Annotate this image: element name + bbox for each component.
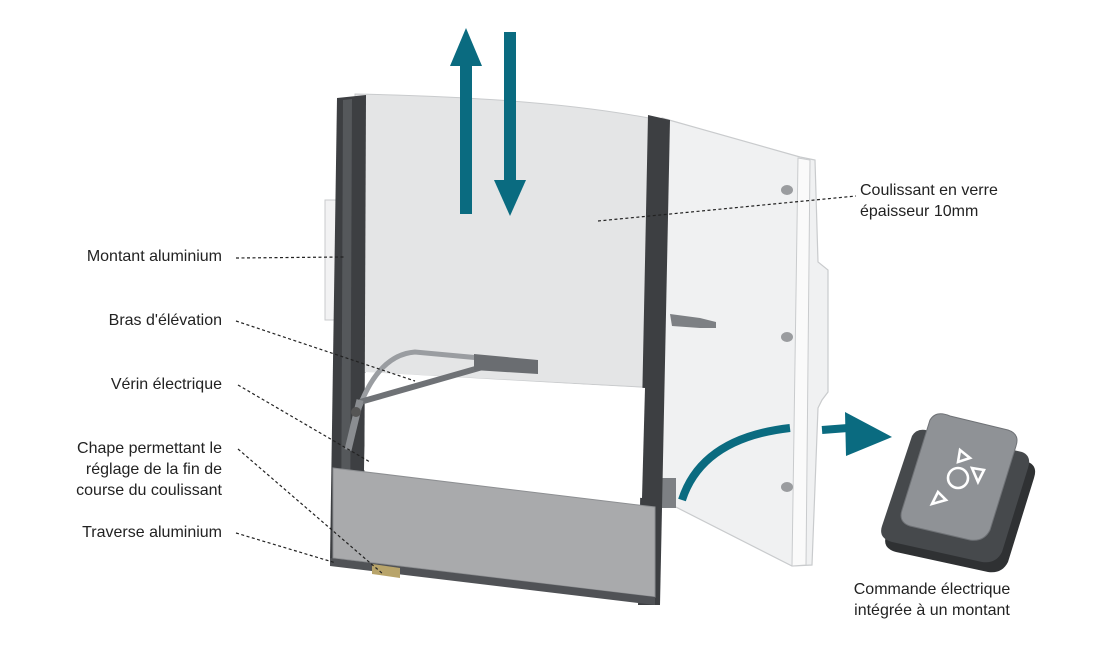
end-stop-clevis (372, 564, 400, 578)
leader-chape (237, 448, 384, 575)
hinge-knob (781, 482, 793, 492)
leader-bras (235, 320, 416, 382)
side-glass-panel (660, 117, 829, 567)
curved-arrow-icon (678, 412, 892, 502)
arrow-down-icon (494, 32, 526, 216)
leader-coulissant (597, 195, 857, 222)
remote-down-symbol (929, 489, 949, 507)
hinge-knob (781, 185, 793, 195)
hinge-knob (781, 332, 793, 342)
leader-verin (237, 384, 371, 463)
label-verin: Vérin électrique (110, 376, 222, 393)
leader-traverse (235, 532, 337, 564)
remote-control-icon (881, 413, 1036, 573)
slide-arrows (450, 28, 526, 216)
remote-up-symbol (956, 447, 973, 464)
label-bras: Bras d'élévation (108, 312, 222, 329)
remote-circle-symbol (946, 466, 970, 490)
leader-montant (235, 256, 345, 259)
label-chape: Chape permettant le réglage de la fin de… (76, 440, 222, 499)
label-coulissant: Coulissant en verre épaisseur 10mm (860, 182, 998, 220)
leader-lines (235, 195, 857, 575)
label-commande: Commande électrique intégrée à un montan… (853, 581, 1011, 619)
remote-right-symbol (969, 466, 986, 486)
arm-slider-block (474, 354, 538, 374)
arrow-up-icon (450, 28, 482, 214)
glass-slider-panel (324, 93, 669, 389)
label-montant: Montant aluminium (86, 248, 222, 265)
window-opening (364, 372, 645, 498)
lifting-mechanism (344, 349, 538, 451)
label-traverse: Traverse aluminium (82, 524, 222, 541)
right-aluminium-upright (638, 115, 670, 605)
arm-bar (359, 363, 487, 405)
aluminium-traverse (330, 467, 656, 605)
hinge-bracket (660, 478, 676, 508)
actuator-pivot (351, 407, 361, 417)
hinge-bracket (670, 314, 716, 328)
